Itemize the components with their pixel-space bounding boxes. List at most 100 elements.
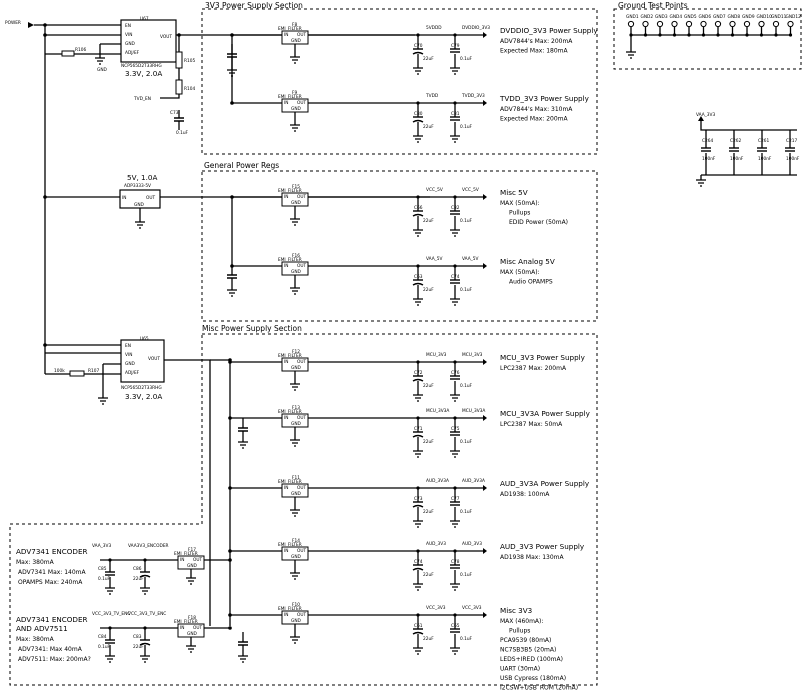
svg-text:3.3V, 2.0A: 3.3V, 2.0A xyxy=(125,69,162,78)
capacitor-value: 100nF xyxy=(730,156,744,162)
filter-ref: F17 xyxy=(188,547,196,553)
net-label: VCC_3V3_TV_ENC xyxy=(128,611,166,617)
ground-symbol xyxy=(450,394,460,402)
filter-in-pin: IN xyxy=(284,415,288,421)
net-label: DVDDIO_3V3 xyxy=(462,25,490,31)
svg-text:R104: R104 xyxy=(184,86,195,92)
filter-name: EMI_FILTER xyxy=(278,94,302,100)
ground-symbol xyxy=(413,583,423,591)
svg-text:R106: R106 xyxy=(75,47,86,53)
capacitor-value: 22uF xyxy=(423,572,434,578)
filter-name: EMI_FILTER xyxy=(278,606,302,612)
capacitor-ref: C84 xyxy=(98,634,107,640)
net-label: VCC_3V3 xyxy=(462,605,482,611)
junction xyxy=(228,558,232,562)
filter-in-pin: IN xyxy=(284,612,288,618)
section-misc-frame xyxy=(9,333,598,686)
net-label: MCU_3V3 xyxy=(462,352,483,358)
filter-in-pin: IN xyxy=(284,359,288,365)
filter-ref: F8 xyxy=(292,22,297,28)
rail-note: Expected Max: 200mA xyxy=(500,116,569,123)
filter-gnd-pin: GND xyxy=(291,618,302,624)
test-point-label: GND10 xyxy=(757,14,773,20)
ground-symbol xyxy=(413,67,423,75)
filter-out-pin: OUT xyxy=(297,485,307,491)
filter-name: EMI_FILTER xyxy=(278,26,302,32)
capacitor-value: 100nF xyxy=(702,156,716,162)
junction xyxy=(230,264,234,268)
net-node-label: VAA_5V xyxy=(426,256,443,262)
capacitor-ref: C63 xyxy=(414,274,423,280)
rail-note: Audio OPAMPS xyxy=(509,279,553,286)
net-label: VCC_3V3_TV_ENC xyxy=(92,611,130,617)
rail-title: TVDD_3V3 Power Supply xyxy=(499,94,590,103)
svg-text:U67: U67 xyxy=(140,16,149,22)
junction xyxy=(228,626,232,630)
ground-symbol xyxy=(290,124,300,132)
test-point xyxy=(743,20,751,28)
net-node-label: VCC_5V xyxy=(426,187,443,193)
junction xyxy=(228,549,232,553)
test-point xyxy=(714,20,722,28)
test-point xyxy=(656,20,664,28)
section-general-frame xyxy=(201,170,598,322)
filter-ref: F18 xyxy=(188,615,196,621)
capacitor-value: 0.1uF xyxy=(460,509,473,515)
section-misc-title: Misc Power Supply Section xyxy=(202,324,302,333)
capacitor-ref: C76 xyxy=(451,370,460,376)
net-arrow xyxy=(483,100,487,106)
capacitor-value: 22uF xyxy=(423,636,434,642)
encoder-title: ADV7341 ENCODER xyxy=(16,615,87,624)
power-input-label: POWER xyxy=(5,20,21,26)
filter-name: EMI_FILTER xyxy=(174,551,198,557)
rail-note: AD1938: 100mA xyxy=(500,491,550,498)
filter-in-pin: IN xyxy=(284,32,288,38)
filter-in-pin: IN xyxy=(284,263,288,269)
capacitor-ref: C70 xyxy=(414,43,423,49)
filter-out-pin: OUT xyxy=(297,100,307,106)
capacitor-value: 22uF xyxy=(423,439,434,445)
svg-text:U65: U65 xyxy=(140,336,149,342)
rail-note: LPC2387 Max: 200mA xyxy=(500,365,567,372)
ground-symbol xyxy=(105,655,115,663)
svg-text:OUT: OUT xyxy=(146,195,156,201)
section-gtp-title: Ground Test Points xyxy=(618,1,688,10)
capacitor-value: 0.1uF xyxy=(460,636,473,642)
svg-text:R105: R105 xyxy=(184,58,195,64)
svg-text:NCP565D2T33RHG: NCP565D2T33RHG xyxy=(121,385,162,391)
filter-in-pin: IN xyxy=(284,194,288,200)
bank-bus xyxy=(700,121,797,180)
rail-note: USB Cypress (180mA) xyxy=(500,675,566,682)
ground-symbol xyxy=(290,56,300,64)
capacitor-plate xyxy=(139,574,151,578)
capacitor-value: 22uF xyxy=(133,644,144,650)
svg-text:VOUT: VOUT xyxy=(148,356,160,362)
svg-text:ADP3333-5V: ADP3333-5V xyxy=(124,183,151,189)
encoder-note: OPAMPS Max: 240mA xyxy=(18,579,83,586)
net-node-label: 5VDDD xyxy=(426,25,442,31)
capacitor-plate xyxy=(139,642,151,646)
capacitor-ref: C79 xyxy=(451,43,460,49)
rail-note: MAX (50mA): xyxy=(500,269,540,276)
filter-name: EMI_FILTER xyxy=(278,542,302,548)
capacitor-value: 0.1uF xyxy=(460,287,473,293)
svg-text:5V, 1.0A: 5V, 1.0A xyxy=(127,173,157,182)
capacitor-plate xyxy=(412,119,424,123)
rail-note: NC7SB3B5 (20mA) xyxy=(500,647,556,654)
ground-symbol xyxy=(290,636,300,644)
svg-text:C73: C73 xyxy=(170,110,179,116)
filter-out-pin: OUT xyxy=(297,359,307,365)
capacitor-value: 22uF xyxy=(423,124,434,130)
ground-symbol xyxy=(290,439,300,447)
test-point-label: GND1 xyxy=(626,14,639,20)
test-point xyxy=(758,20,765,28)
ground-symbol xyxy=(140,655,150,663)
capacitor-ref: C85 xyxy=(98,566,107,572)
net-arrow xyxy=(698,116,704,121)
